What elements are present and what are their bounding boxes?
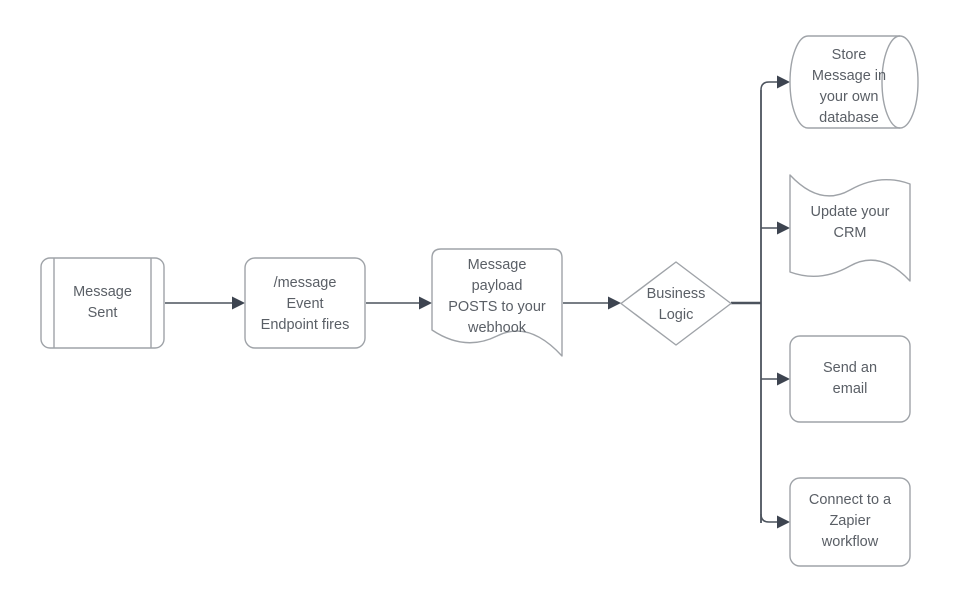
node-label-line: Event — [286, 296, 323, 312]
node-label-line: Message — [468, 257, 527, 273]
node-label-line: payload — [472, 278, 523, 294]
arrowhead-icon — [777, 221, 790, 235]
edge-business-logic-to-database[interactable] — [760, 75, 790, 91]
node-label-line: your own — [820, 89, 879, 105]
node-label-line: Sent — [88, 305, 118, 321]
node-label-line: database — [819, 110, 879, 126]
rounded-rectangle-body — [789, 477, 911, 567]
rounded-rectangle-body — [244, 257, 366, 349]
node-label-line: Connect to a — [809, 492, 892, 508]
node-business-logic[interactable]: Business Logic — [620, 261, 732, 346]
subroutine-body — [40, 257, 165, 349]
arrowhead-icon — [608, 296, 621, 310]
node-label-line: workflow — [821, 534, 879, 550]
rounded-rectangle-body — [789, 335, 911, 423]
edge-message-sent-to-endpoint[interactable] — [165, 296, 245, 310]
arrowhead-icon — [777, 372, 790, 386]
node-label-line: CRM — [833, 225, 866, 241]
node-label-line: Zapier — [829, 513, 870, 529]
node-label-line: Store — [832, 47, 867, 63]
node-store-message-database[interactable]: Store Message in your own database — [789, 35, 919, 129]
node-connect-zapier-workflow[interactable]: Connect to a Zapier workflow — [789, 477, 911, 567]
node-label-line: webhook — [467, 320, 527, 336]
node-update-crm[interactable]: Update your CRM — [789, 174, 911, 282]
arrowhead-icon — [232, 296, 245, 310]
arrowhead-icon — [419, 296, 432, 310]
node-label-line: Business — [647, 286, 706, 302]
node-label-line: Endpoint fires — [261, 317, 350, 333]
edge-path — [760, 81, 777, 91]
diamond-body — [620, 261, 732, 346]
edge-business-logic-to-email[interactable] — [761, 372, 790, 386]
node-message-event-endpoint[interactable]: /message Event Endpoint fires — [244, 257, 366, 349]
node-message-payload-posts[interactable]: Message payload POSTS to your webhook — [431, 248, 563, 357]
edge-business-logic-trunk — [731, 90, 762, 523]
node-label-line: email — [833, 381, 868, 397]
edge-path — [760, 513, 777, 523]
cylinder-end-ellipse — [881, 35, 901, 129]
node-send-an-email[interactable]: Send an email — [789, 335, 911, 423]
edge-business-logic-to-zapier[interactable] — [760, 513, 790, 529]
arrowhead-icon — [777, 75, 790, 89]
edge-payload-to-business-logic[interactable] — [563, 296, 621, 310]
connector-layer — [165, 75, 790, 529]
node-label-line: Message — [73, 284, 132, 300]
arrowhead-icon — [777, 515, 790, 529]
node-message-sent[interactable]: Message Sent — [40, 257, 165, 349]
node-label-line: /message — [274, 275, 337, 291]
tape-body — [789, 174, 911, 282]
node-label-line: Send an — [823, 360, 877, 376]
edge-endpoint-to-payload[interactable] — [366, 296, 432, 310]
node-label-line: Message in — [812, 68, 886, 84]
node-label-line: POSTS to your — [448, 299, 546, 315]
document-body — [431, 248, 563, 357]
node-label-line: Update your — [811, 204, 890, 220]
edge-business-logic-to-crm[interactable] — [761, 221, 790, 235]
node-label-line: Logic — [659, 307, 694, 323]
